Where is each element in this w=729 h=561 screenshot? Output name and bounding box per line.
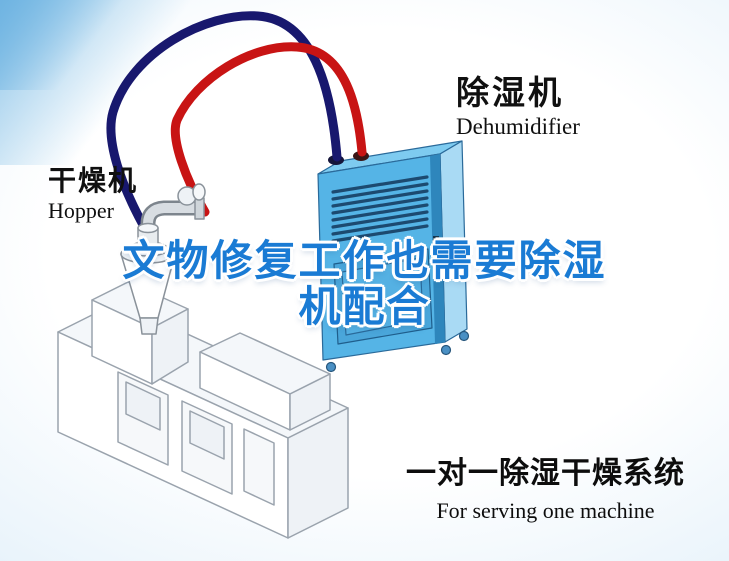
machine-panel-inset <box>189 410 225 460</box>
cabinet-vent-grille <box>331 175 429 243</box>
machine-front-panel <box>243 428 275 506</box>
system-caption: 一对一除湿干燥系统 For serving one machine <box>406 448 685 524</box>
machine-drawing <box>57 281 349 539</box>
cabinet-handle <box>433 236 439 252</box>
cabinet-door-inset <box>341 257 424 336</box>
overlay-title-line1: 文物修复工作也需要除湿 <box>122 237 607 284</box>
hopper-label-zh: 干燥机 <box>48 165 139 196</box>
system-caption-en: For serving one machine <box>436 498 655 523</box>
overlay-title-line2: 机配合 <box>298 283 431 331</box>
caster-wheels <box>325 330 470 373</box>
dehumidifier-cabinet <box>317 140 470 373</box>
dehumidifier-label-en: Dehumidifier <box>456 113 580 139</box>
hopper-neck <box>139 317 159 335</box>
hopper-blower-motor <box>192 183 206 201</box>
hopper-label: 干燥机 Hopper <box>48 165 139 224</box>
dehumidifier-label-zh: 除湿机 <box>456 74 564 111</box>
hopper-elbow-flange <box>194 197 205 220</box>
system-caption-zh: 一对一除湿干燥系统 <box>406 457 685 490</box>
hopper-housing-side <box>151 308 189 385</box>
machine-deck-side <box>289 373 331 431</box>
machine-panel-inset <box>125 381 161 431</box>
overlay-title: 文物修复工作也需要除湿 机配合 <box>0 237 729 331</box>
machine-body-side <box>287 407 349 539</box>
hopper-drawing <box>120 183 206 335</box>
hopper-label-en: Hopper <box>48 198 114 224</box>
dehumidifier-label: 除湿机 Dehumidifier <box>456 74 580 139</box>
hopper-cap-top <box>137 222 159 234</box>
